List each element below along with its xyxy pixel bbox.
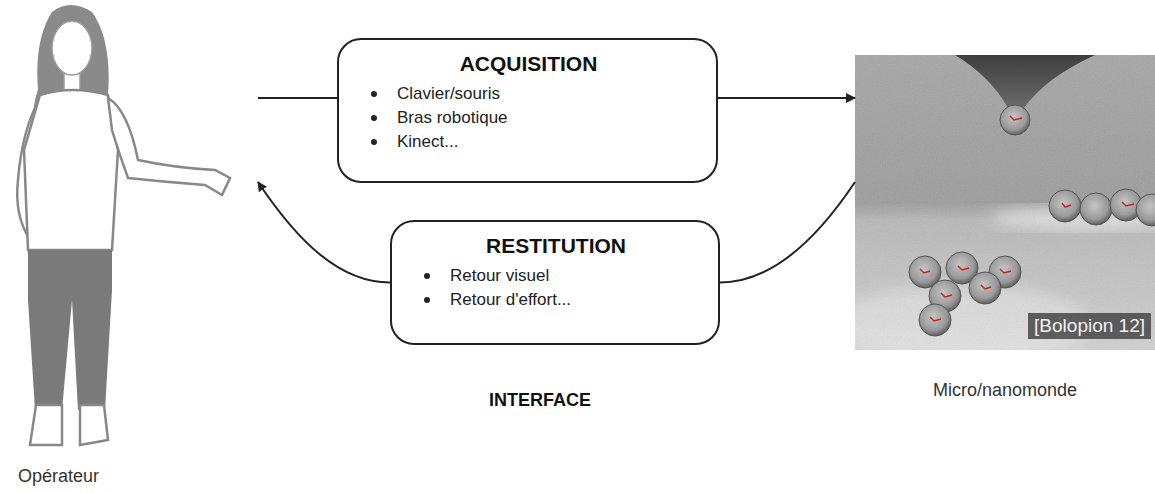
box-heading: ACQUISITION	[371, 52, 686, 76]
box-heading: RESTITUTION	[424, 234, 688, 258]
bullet-text: Retour d'effort...	[450, 290, 571, 310]
group-label: INTERFACE	[489, 390, 591, 411]
bullet-text: Clavier/souris	[397, 84, 500, 104]
micro-world-node: [Bolopion 12] Micro/nanomonde	[855, 55, 1155, 400]
flow-arrow	[258, 182, 390, 283]
bullet-text: Bras robotique	[397, 108, 508, 128]
caption-label: Micro/nanomonde	[855, 380, 1155, 401]
operator-figure	[17, 5, 230, 445]
flow-arrow	[718, 97, 855, 99]
bullet-dot	[424, 297, 430, 303]
bullet-row: Kinect...	[371, 132, 686, 152]
operator-label: Opérateur	[18, 466, 99, 487]
bullet-dot	[371, 91, 377, 97]
interface-box: ACQUISITION Clavier/sourisBras robotiqueK…	[337, 38, 718, 183]
citation-label: [Bolopion 12]	[1028, 313, 1151, 339]
flow-arrow	[258, 97, 337, 99]
micro-image	[855, 55, 1155, 350]
bullet-text: Retour visuel	[450, 266, 549, 286]
flow-arrow	[720, 182, 855, 283]
bullet-dot	[371, 139, 377, 145]
bullet-dot	[371, 115, 377, 121]
bullet-row: Retour visuel	[424, 266, 688, 286]
bullet-text: Kinect...	[397, 132, 458, 152]
bullet-row: Bras robotique	[371, 108, 686, 128]
interface-box: RESTITUTION Retour visuelRetour d'effort.…	[390, 220, 720, 345]
bullet-row: Clavier/souris	[371, 84, 686, 104]
bullet-dot	[424, 273, 430, 279]
operator-node: Opérateur	[0, 0, 258, 493]
bullet-row: Retour d'effort...	[424, 290, 688, 310]
